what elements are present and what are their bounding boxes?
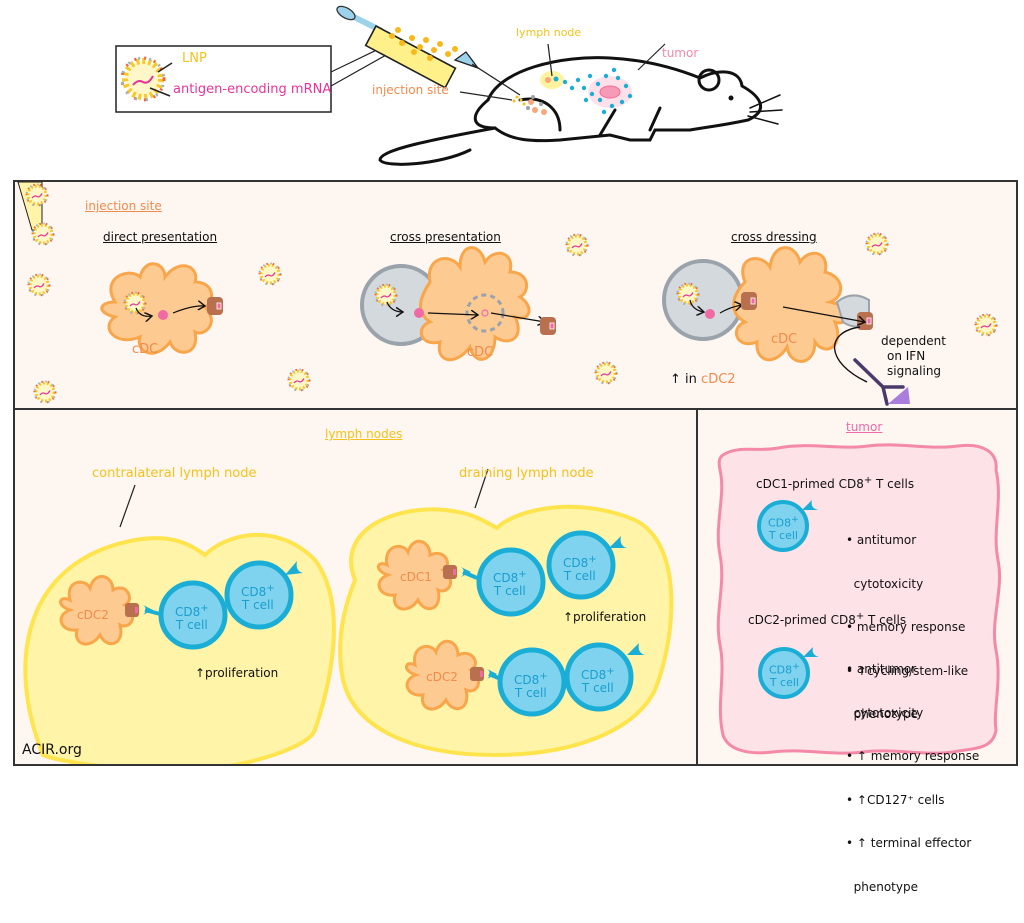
contralateral-label: contralateral lymph node xyxy=(92,466,257,481)
ifn-ligand-icon xyxy=(888,387,910,404)
bullet: cytotoxicity xyxy=(846,576,924,591)
cdc2-note-cell: cDC2 xyxy=(701,372,736,387)
bullet: • memory response xyxy=(846,620,966,634)
tumor-tcell-2 xyxy=(758,647,810,699)
ifn-note-line-1: dependent xyxy=(881,334,946,348)
contralateral-lymph-node-shape xyxy=(23,533,336,764)
legend-lnp-label: LNP xyxy=(182,51,207,66)
tumor-panel-title: tumor xyxy=(846,420,883,434)
bullet: • ↑cycling/stem-like xyxy=(846,663,969,678)
cdc-label-direct: cDC xyxy=(132,342,159,357)
up-arrow-icon: ↑ xyxy=(670,372,681,387)
header-illustration: LNP antigen-encoding mRNA lymph node tum… xyxy=(0,0,1024,175)
tumor-tcell-label-1: CD8+T cell xyxy=(768,514,799,542)
tcell-label-contra-1: CD8+T cell xyxy=(175,603,209,632)
bullet: • ↑CD127⁺ cells xyxy=(846,792,945,807)
bullet: cytotoxicity xyxy=(846,705,924,720)
cdc2-draining xyxy=(405,640,481,711)
lnp-icon xyxy=(120,56,166,102)
cdc2-label-contralateral: cDC2 xyxy=(77,608,109,622)
tcell-dots xyxy=(562,67,633,115)
ifn-note-line-3: signaling xyxy=(887,364,942,378)
cdc2-note-in: in xyxy=(685,372,697,387)
proliferation-note-contralateral: ↑proliferation xyxy=(195,666,279,680)
mouse-label-injection-site: injection site xyxy=(372,83,449,97)
lymph-panel-title: lymph nodes xyxy=(325,427,403,441)
bullet: • antitumor xyxy=(846,662,917,676)
cdc-cross-dress xyxy=(732,246,849,363)
lymph-node-spot xyxy=(540,71,564,89)
tcell-label-drain-3: CD8+T cell xyxy=(514,671,548,700)
section-title-direct-presentation: direct presentation xyxy=(103,230,218,244)
tcell-label-drain-2: CD8+T cell xyxy=(563,554,597,583)
cdc-direct xyxy=(100,262,214,355)
injection-dots xyxy=(512,95,547,115)
bullet: phenotype xyxy=(846,879,918,894)
tumor-illustration xyxy=(716,443,1002,755)
mouse-icon xyxy=(378,56,783,166)
cdc2-bullets: • antitumor cytotoxicity • ↑ memory resp… xyxy=(846,633,979,923)
section-title-cross-presentation: cross presentation xyxy=(390,230,501,244)
group-heading-cdc2: cDC2-primed CD8+ T cells xyxy=(748,611,907,627)
cdc1-draining xyxy=(377,540,453,611)
tumor-panel: tumor cDC1-primed CD8+ T cells CD8+T cel… xyxy=(696,408,1018,894)
tumor-tcell-1 xyxy=(757,500,809,552)
dead-cell-cross-dress xyxy=(662,259,744,341)
ifn-receptor-icon xyxy=(853,358,905,406)
cdc2-note: ↑ in cDC2 xyxy=(670,372,736,387)
mouse-label-lymph-node: lymph node xyxy=(516,26,582,39)
cdc2-contralateral xyxy=(59,575,135,646)
tcell-label-drain-4: CD8+T cell xyxy=(581,666,615,695)
mouse-label-tumor: tumor xyxy=(662,46,699,60)
ifn-note-line-2: on IFN xyxy=(887,349,926,363)
cdc1-label-draining: cDC1 xyxy=(400,570,432,584)
ifn-note: dependent on IFN signaling xyxy=(881,334,946,379)
draining-label: draining lymph node xyxy=(459,466,594,481)
tumor-tcell-label-2: CD8+T cell xyxy=(769,661,800,689)
injection-panel-title: injection site xyxy=(85,199,162,213)
bullet: • ↑ terminal effector xyxy=(846,836,972,850)
syringe-icon xyxy=(336,5,521,96)
cdc-label-cross-pres: cDC xyxy=(467,345,494,360)
cdc2-label-draining: cDC2 xyxy=(426,670,458,684)
draining-lymph-node-shape xyxy=(338,504,674,758)
cdc1-bullets: • antitumor cytotoxicity • memory respon… xyxy=(846,504,968,751)
tcell-label-contra-2: CD8+T cell xyxy=(241,583,275,612)
cdc-label-cross-dress: cDC xyxy=(771,332,798,347)
bullet: • antitumor xyxy=(846,533,917,547)
tcell-label-drain-1: CD8+T cell xyxy=(493,569,527,598)
bullet: • ↑ memory response xyxy=(846,749,980,763)
group-heading-cdc1: cDC1-primed CD8+ T cells xyxy=(756,475,915,491)
injection-site-panel: injection site direct presentation cross… xyxy=(13,180,1018,410)
lymph-nodes-illustration xyxy=(23,468,674,764)
mouse-syringe-illustration xyxy=(115,5,783,166)
section-title-cross-dressing: cross dressing xyxy=(731,230,817,244)
proliferation-note-draining: ↑proliferation xyxy=(563,610,647,624)
legend-mrna-label: antigen-encoding mRNA xyxy=(173,82,332,97)
bullet: phenotype xyxy=(846,707,918,721)
lymph-nodes-panel: lymph nodes contralateral lymph node dra… xyxy=(13,408,698,766)
injection-site-illustration xyxy=(17,182,998,406)
footer-credit: ACIR.org xyxy=(22,742,82,758)
cdc-cross-pres xyxy=(419,246,531,362)
